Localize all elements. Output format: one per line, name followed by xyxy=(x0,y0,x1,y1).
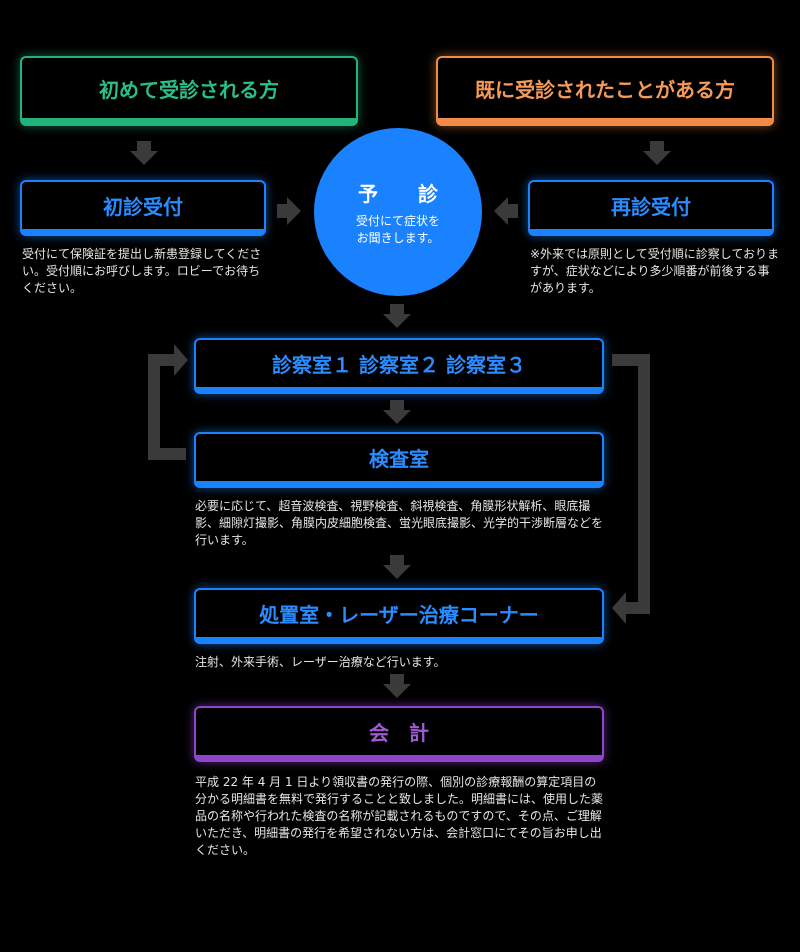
treatment-room-box: 処置室・レーザー治療コーナー xyxy=(194,588,604,644)
first-visit-title: 初めて受診される方 xyxy=(99,77,279,102)
reservation-circle: 予 診 受付にて症状を お聞きします。 xyxy=(314,128,482,296)
arrow-loop-test-to-exam xyxy=(148,344,188,460)
treatment-room-title: 処置室・レーザー治療コーナー xyxy=(259,603,539,627)
arrow-right-into-reservation xyxy=(277,197,301,225)
first-reception-box: 初診受付 xyxy=(20,180,266,236)
arrow-down-to-test xyxy=(383,400,411,424)
arrow-down-first-visit xyxy=(130,141,158,165)
test-room-title: 検査室 xyxy=(369,447,429,471)
arrow-left-into-reservation xyxy=(494,197,518,225)
arrow-down-return-visit xyxy=(643,141,671,165)
billing-description: 平成 22 年 4 月 1 日より領収書の発行の際、個別の診療報酬の算定項目の分… xyxy=(195,775,604,857)
arrow-down-to-billing xyxy=(383,674,411,698)
test-room-description: 必要に応じて、超音波検査、視野検査、斜視検査、角膜形状解析、眼底撮影、細隙灯撮影… xyxy=(195,499,604,547)
test-room-box: 検査室 xyxy=(194,432,604,488)
billing-title: 会 計 xyxy=(369,721,429,745)
treatment-room-description: 注射、外来手術、レーザー治療など行います。 xyxy=(195,655,446,669)
first-visit-box: 初めて受診される方 xyxy=(20,56,358,126)
return-visit-box: 既に受診されたことがある方 xyxy=(436,56,774,126)
first-reception-title: 初診受付 xyxy=(103,195,183,219)
return-reception-title: 再診受付 xyxy=(611,195,691,219)
return-visit-title: 既に受診されたことがある方 xyxy=(475,77,735,102)
arrow-down-to-exam xyxy=(383,304,411,328)
exam-rooms-box: 診察室１ 診察室２ 診察室３ xyxy=(194,338,604,394)
billing-box: 会 計 xyxy=(194,706,604,762)
first-reception-description: 受付にて保険証を提出し新患登録してください。受付順にお呼びします。ロビーでお待ち… xyxy=(22,247,262,295)
reservation-title: 予 診 xyxy=(358,181,448,206)
arrow-loop-exam-to-treatment xyxy=(612,354,650,624)
arrow-down-to-treatment xyxy=(383,555,411,579)
return-reception-description: ※外来では原則として受付順に診察しておりますが、症状などにより多少順番が前後する… xyxy=(530,247,779,295)
exam-rooms-title: 診察室１ 診察室２ 診察室３ xyxy=(272,353,526,377)
return-reception-box: 再診受付 xyxy=(528,180,774,236)
reservation-description: 受付にて症状を お聞きします。 xyxy=(355,213,440,245)
